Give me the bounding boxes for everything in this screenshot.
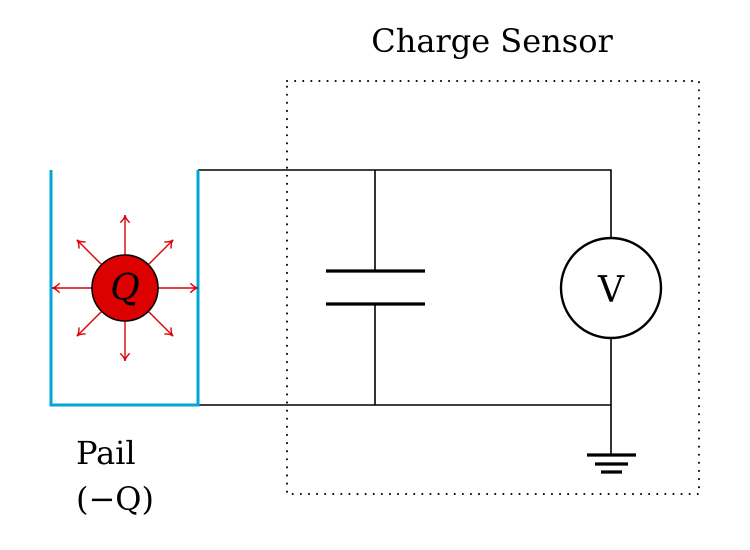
pail-label: Pail [76, 434, 136, 472]
arrowhead-icon [51, 282, 61, 294]
voltmeter-label: V [597, 270, 625, 311]
arrowhead-icon [164, 327, 174, 337]
ground-icon [587, 453, 636, 474]
pail-charge-label: (−Q) [76, 480, 154, 518]
arrowhead-icon [164, 239, 174, 249]
arrowhead-icon [189, 282, 199, 294]
charge-q: Q [91, 254, 159, 322]
arrowhead-icon [119, 352, 131, 362]
capacitor-icon [326, 269, 425, 306]
arrowhead-icon [76, 239, 86, 249]
sensor-title: Charge Sensor [371, 22, 613, 60]
arrowhead-icon [119, 214, 131, 224]
arrowhead-icon [76, 327, 86, 337]
voltmeter: V [559, 236, 663, 340]
charge-label: Q [110, 268, 140, 309]
circuit-wires [198, 169, 612, 455]
